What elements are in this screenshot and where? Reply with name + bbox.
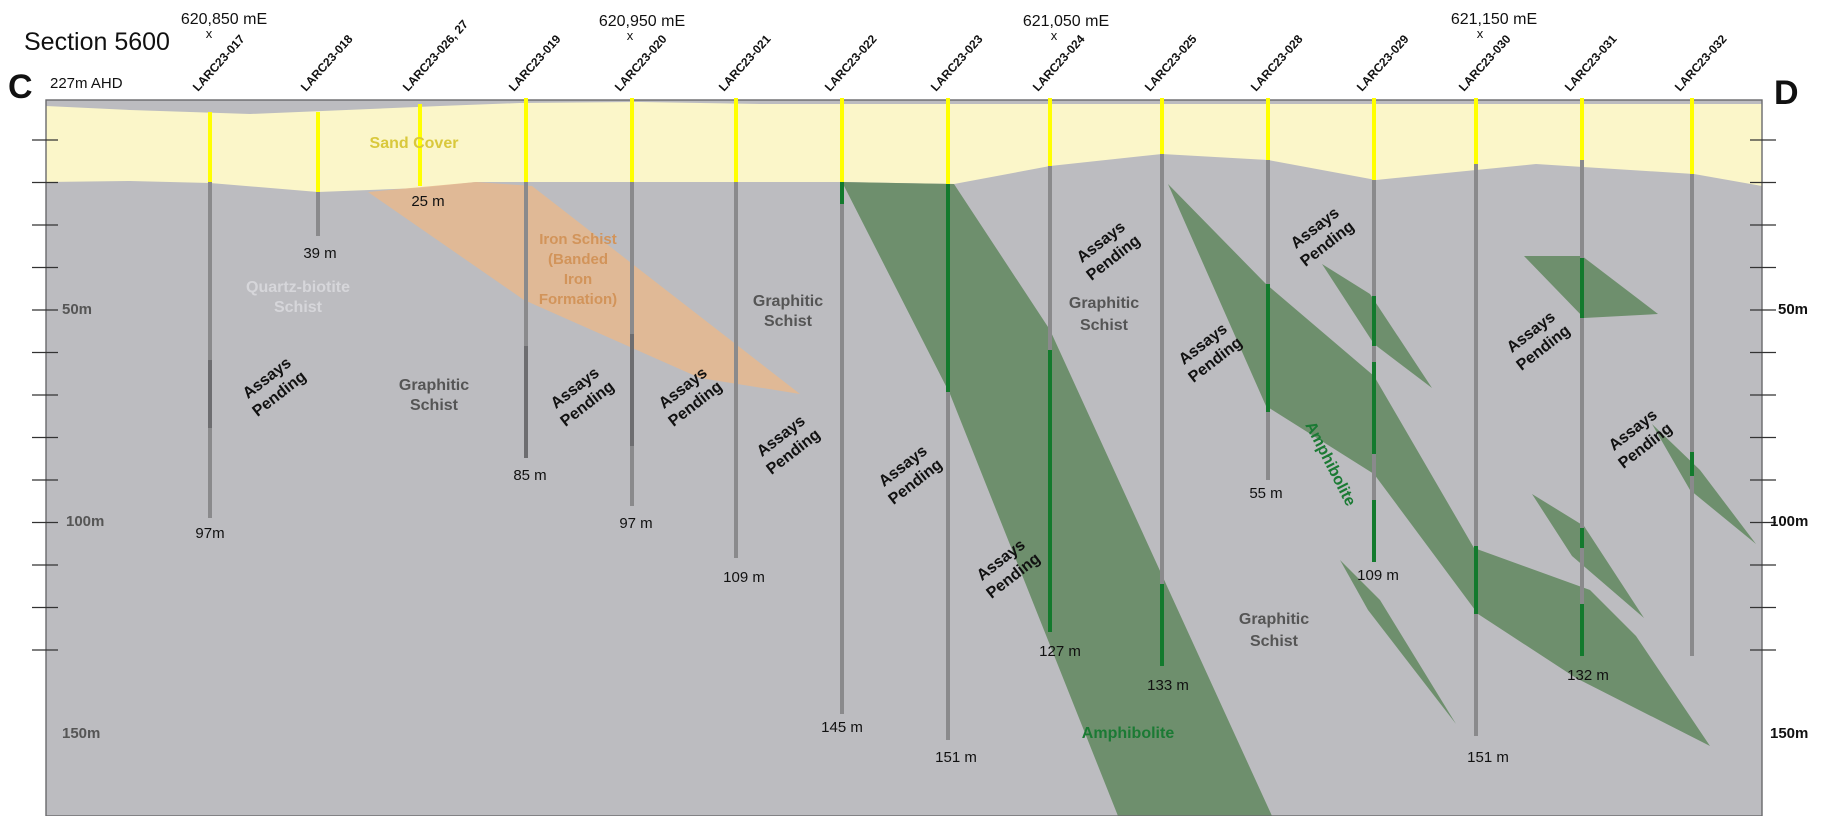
graphitic-schist-label: Graphitic [753,293,823,310]
easting-label: 620,850 mE [181,11,267,28]
drillhole-depth-label: 145 m [821,719,863,736]
section-frame [45,99,1763,816]
drillhole-depth-label: 127 m [1039,643,1081,660]
drillhole-id-label: LARC23-024 [1030,32,1088,94]
easting-marker: x [627,28,634,43]
amphibolite-body-east [1168,184,1710,746]
drillhole-id-label: LARC23-032 [1672,32,1730,94]
drillhole-depth-label: 109 m [723,569,765,586]
drillhole-id-label: LARC23-023 [928,32,986,94]
drillhole-id-label: LARC23-022 [822,32,880,94]
graphitic-schist-label: Graphitic [399,377,469,394]
drillhole-id-label: LARC23-018 [298,32,356,94]
amphibolite-body-upper-lens [1322,264,1432,388]
graphitic-schist-label: Schist [1250,633,1299,650]
quartz-biotite-label: Schist [274,299,323,316]
amphibolite-label: Amphibolite [1082,725,1175,742]
graphitic-schist-label: Graphitic [1069,295,1139,312]
drillhole-id-label: LARC23-020 [612,32,670,94]
drillhole-id-label: LARC23-025 [1142,32,1200,94]
easting-marker: x [1477,26,1484,41]
easting-label: 621,150 mE [1451,11,1537,28]
drillhole-id-label: LARC23-021 [716,32,774,94]
iron-schist-label: Iron [564,271,592,288]
drillhole-depth-label: 39 m [303,245,336,262]
easting-marker: x [1051,28,1058,43]
iron-schist-label: Formation) [539,291,617,308]
sand-cover-layer [46,102,1762,192]
amphibolite-body-031 [1524,256,1658,318]
easting-labels: 620,850 mE x 620,950 mE x 621,050 mE x 6… [181,11,1537,43]
amphibolite-body-032 [1652,424,1756,544]
drillhole-depth-label: 109 m [1357,567,1399,584]
drillhole-depth-label: 133 m [1147,677,1189,694]
easting-label: 621,050 mE [1023,13,1109,30]
depth-scale: 50m 100m 150m 50m 100m 150m [62,301,1808,742]
drillhole-depth-label: 151 m [1467,749,1509,766]
iron-schist-body [368,182,800,394]
elevation-label: 227m AHD [50,75,123,92]
drillhole-depth-label: 25 m [411,193,444,210]
easting-marker: x [206,26,213,41]
drillhole-id-label: LARC23-017 [190,32,248,94]
sand-cover-label: Sand Cover [370,135,459,152]
drillhole-depth-label: 55 m [1249,485,1282,502]
amphibolite-body-lower-left [1532,494,1644,618]
drillhole-id-label: LARC23-019 [506,32,564,94]
iron-schist-label: (Banded [548,251,608,268]
drillhole-id-label: LARC23-028 [1248,32,1306,94]
section-end-left: C [8,68,33,106]
drillhole-depth-label: 97 m [619,515,652,532]
depth-label-left: 50m [62,301,92,318]
drillhole-id-label: LARC23-026, 27 [400,17,471,94]
graphitic-schist-label: Schist [1080,317,1129,334]
quartz-biotite-label: Quartz-biotite [246,279,350,296]
drillhole-id-label: LARC23-031 [1562,32,1620,94]
iron-schist-label: Iron Schist [539,231,617,248]
depth-label-right: 150m [1770,725,1808,742]
drillhole-depth-label: 85 m [513,467,546,484]
depth-label-right: 50m [1778,301,1808,318]
easting-label: 620,950 mE [599,13,685,30]
depth-label-right: 100m [1770,513,1808,530]
depth-ticks [32,139,1776,651]
drillhole-depth-label: 151 m [935,749,977,766]
section-title: Section 5600 [24,28,170,56]
graphitic-schist-label: Schist [764,313,813,330]
drillhole-depth-label: 132 m [1567,667,1609,684]
depth-label-left: 100m [66,513,104,530]
graphitic-schist-label: Schist [410,397,459,414]
drillhole-id-label: LARC23-029 [1354,32,1412,94]
graphitic-schist-label: Graphitic [1239,611,1309,628]
drillhole-depth-label: 97m [195,525,224,542]
drillhole-id-label: LARC23-030 [1456,32,1514,94]
section-end-right: D [1774,74,1799,112]
amphibolite-body-lower-spur [1340,560,1456,724]
depth-label-left: 150m [62,725,100,742]
